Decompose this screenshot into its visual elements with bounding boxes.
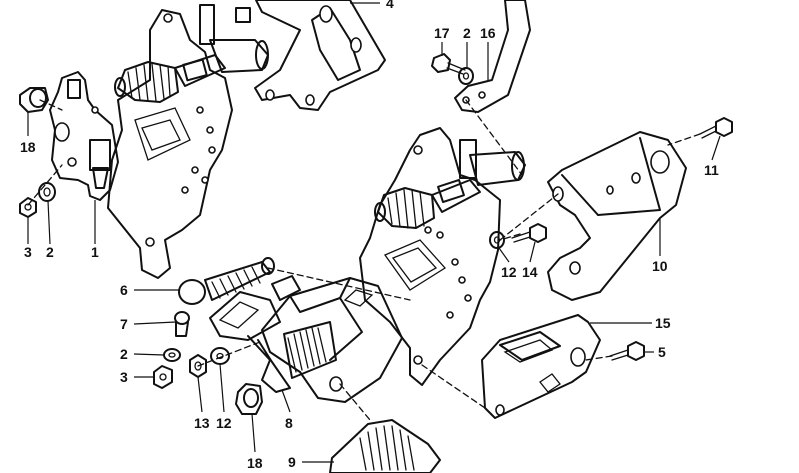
callout-5: 5: [658, 344, 666, 360]
pin-7: [174, 311, 190, 337]
pedal-base-plate: [359, 127, 501, 386]
callout-2: 2: [120, 346, 128, 362]
center-pivot-boot: [374, 139, 526, 229]
washer-2-lower: [163, 348, 181, 362]
callout-1: 1: [91, 244, 99, 260]
pedal-housing: [209, 275, 403, 403]
return-spring: [283, 321, 337, 379]
clip-18-top: [19, 87, 49, 113]
rod-16: [454, 0, 531, 113]
callout-6: 6: [120, 282, 128, 298]
callout-4: 4: [386, 0, 394, 11]
callout-8: 8: [285, 415, 293, 431]
callout-2: 2: [46, 244, 54, 260]
callout-10: 10: [652, 258, 668, 274]
washer-12-center: [489, 231, 505, 249]
leader-lines: [27, 2, 721, 463]
callout-16: 16: [480, 25, 496, 41]
nut-3-top: [19, 197, 37, 218]
bolt-14: [511, 223, 547, 243]
lever-8: [247, 335, 291, 393]
callout-15: 15: [655, 315, 671, 331]
callout-9: 9: [288, 454, 296, 470]
spring-rod-6: [178, 257, 275, 305]
callout-14: 14: [522, 264, 538, 280]
switch-bracket: [49, 71, 119, 201]
callout-3: 3: [120, 369, 128, 385]
callout-12: 12: [501, 264, 517, 280]
clip-18-bottom: [235, 383, 263, 415]
assembly-guide-lines: [27, 99, 701, 421]
bracket-10: [547, 131, 687, 301]
upper-support-bracket: [254, 0, 386, 111]
callout-2: 2: [463, 25, 471, 41]
callout-17: 17: [434, 25, 450, 41]
spring-9: [329, 419, 441, 473]
callout-18: 18: [20, 139, 36, 155]
bolt-11: [699, 117, 733, 139]
callout-7: 7: [120, 316, 128, 332]
washer-2-upper: [458, 67, 474, 85]
washer-2-top: [38, 182, 56, 202]
nut-3-lower: [153, 365, 173, 389]
callout-3: 3: [24, 244, 32, 260]
plate-15: [481, 314, 601, 419]
washer-12-lower: [210, 347, 230, 365]
upper-pivot-boot: [114, 4, 269, 103]
bolt-5: [609, 341, 645, 361]
callout-labels: 4 17 2 16 18 3 2 1 11 10 12 14 6 7 2 3 1…: [20, 0, 719, 471]
callout-13: 13: [194, 415, 210, 431]
callout-11: 11: [704, 162, 719, 178]
nut-13: [189, 354, 207, 378]
callout-12: 12: [216, 415, 232, 431]
callout-18: 18: [247, 455, 263, 471]
